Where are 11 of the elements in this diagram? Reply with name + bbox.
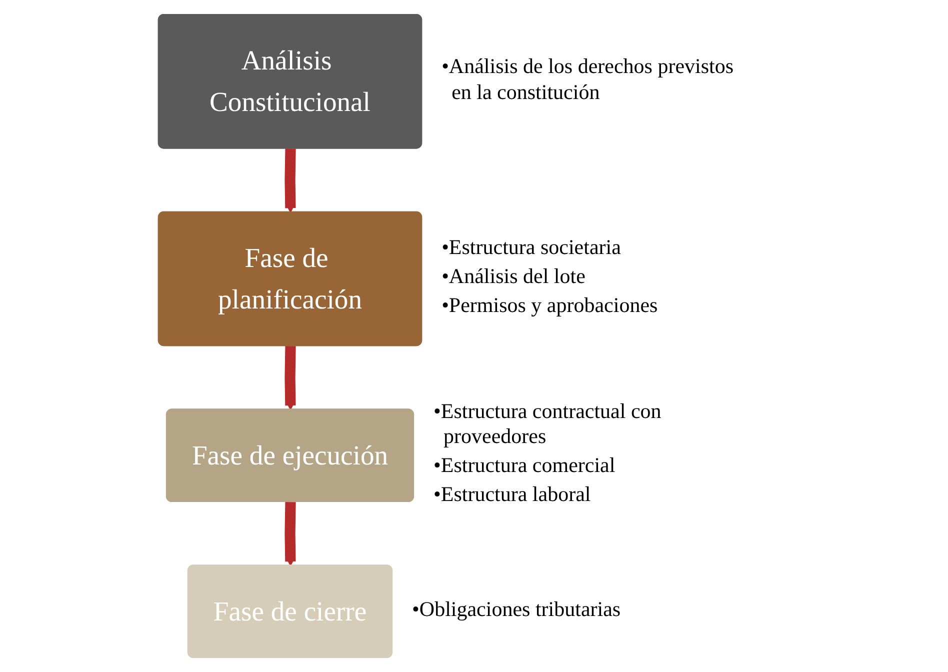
bullet-text: •Permisos y aprobaciones [442, 293, 659, 318]
arrow [284, 148, 296, 213]
bullet-text: •Análisis de los derechos previstos en la constitución [442, 54, 735, 105]
bullet-text: •Análisis del lote [442, 264, 586, 290]
bullet-text: •Obligaciones tributarias [412, 596, 622, 622]
bullet-text: •Estructura societaria [442, 234, 622, 260]
bullet-text: •Estructura comercial [434, 453, 616, 478]
arrow [284, 502, 296, 566]
bullet-text: •Estructura laboral [434, 482, 592, 508]
bullet-text: •Estructura contractual con proveedores [434, 398, 662, 450]
arrow [284, 346, 296, 410]
